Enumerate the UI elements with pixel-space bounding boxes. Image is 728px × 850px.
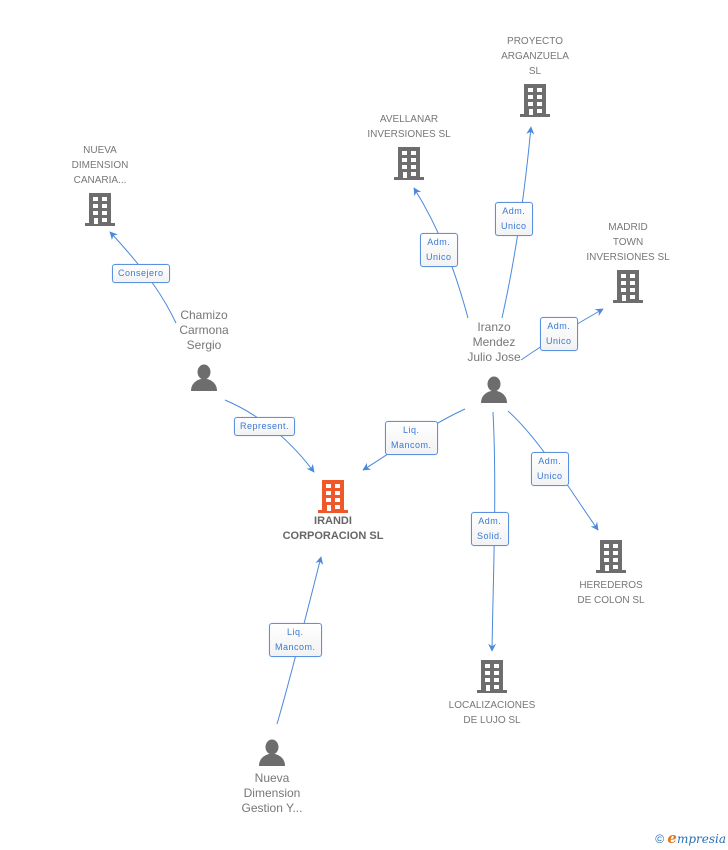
node-label: NUEVA DIMENSION CANARIA... [71,145,129,186]
node-proyecto-arganzuela[interactable]: PROYECTO ARGANZUELA SL [480,34,590,118]
building-icon [85,193,115,226]
person-icon [191,364,217,391]
building-icon [394,147,424,180]
edge-label-adm-unico-avellanar[interactable]: Adm. Unico [420,233,458,267]
edge-chamizo-nueva-canaria [109,231,177,324]
edge-label-represent[interactable]: Represent. [234,417,296,436]
node-label: Chamizo Carmona Sergio [179,308,229,352]
building-icon [520,84,550,117]
edge-label-consejero[interactable]: Consejero [112,264,170,283]
edge-label-adm-solid[interactable]: Adm. Solid. [471,512,509,546]
edge-label-liq-mancom-nueva-gestion[interactable]: Liq. Mancom. [269,623,322,657]
edge-chamizo-irandi [224,399,315,473]
person-icon [481,376,507,403]
node-nueva-dimension-canaria[interactable]: NUEVA DIMENSION CANARIA... [45,143,155,227]
node-label: HEREDEROS DE COLON SL [577,580,645,606]
node-nueva-dimension-gestion[interactable]: Nueva Dimension Gestion Y... [222,738,322,816]
person-icon [259,739,285,766]
node-label: AVELLANAR INVERSIONES SL [367,114,451,140]
empresia-logo: © empresia [655,829,726,847]
edge-label-adm-unico-arganzuela[interactable]: Adm. Unico [495,202,533,236]
node-iranzo-mendez-julio-jose[interactable]: Iranzo Mendez Julio Jose [444,320,544,405]
node-label: IRANDI CORPORACION SL [282,515,384,542]
building-icon [477,660,507,693]
node-madrid-town-inversiones[interactable]: MADRID TOWN INVERSIONES SL [572,220,684,304]
node-herederos-de-colon[interactable]: HEREDEROS DE COLON SL [556,538,666,608]
node-chamizo-carmona-sergio[interactable]: Chamizo Carmona Sergio [154,308,254,393]
edge-label-adm-unico-madrid-town[interactable]: Adm. Unico [540,317,578,351]
copyright-icon: © [655,832,665,846]
node-label: Nueva Dimension Gestion Y... [241,771,303,815]
node-label: LOCALIZACIONES DE LUJO SL [448,700,536,726]
brand-name: empresia [667,829,726,847]
node-irandi-corporacion[interactable]: IRANDI CORPORACION SL [263,478,403,544]
building-icon [596,540,626,573]
node-label: MADRID TOWN INVERSIONES SL [586,222,670,263]
building-icon [318,480,348,513]
node-label: Iranzo Mendez Julio Jose [467,320,521,364]
node-localizaciones-de-lujo[interactable]: LOCALIZACIONES DE LUJO SL [432,658,552,728]
node-avellanar-inversiones[interactable]: AVELLANAR INVERSIONES SL [350,112,468,181]
node-label: PROYECTO ARGANZUELA SL [501,36,569,77]
edge-label-liq-mancom-iranzo[interactable]: Liq. Mancom. [385,421,438,455]
edge-label-adm-unico-herederos[interactable]: Adm. Unico [531,452,569,486]
building-icon [613,270,643,303]
